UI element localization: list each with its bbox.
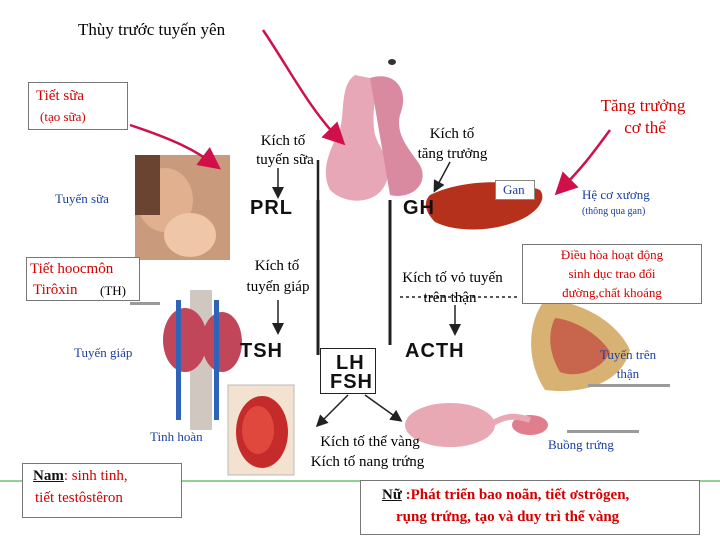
female-desc-2: rụng trứng, tạo và duy trì thể vàng [396,509,620,525]
arrow-to-gh [433,161,451,193]
thyroid-hormone-box [26,257,140,301]
arrow-fsh-right [364,394,403,422]
lactation-label: Tiết sữa [36,88,85,104]
male-box [22,463,182,518]
regulation-label-2: sinh dục trao đổi [568,266,656,281]
male-text-1: Nam: sinh tinh, [33,468,128,485]
male-desc-1: : sinh tinh, [63,468,128,484]
pituitary-gland-image [325,59,423,201]
thyroid-gland-label: Tuyến giáp [74,345,133,360]
male-label: Nam [33,468,64,484]
thyroid-hormone-abbrev: (TH) [100,283,126,298]
liver-label: Gan [503,182,525,197]
female-text-1: Nữ :Phát triển bao noãn, tiết ơstrôgen, [382,487,629,504]
prolactin-label-1: Kích tố [260,133,306,149]
adrenal-label-1: Tuyến trên [599,347,657,362]
gh-label-2: tăng trưởng [417,146,488,162]
arrow-lactation [129,123,222,170]
regulation-label-3: đường,chất khoáng [562,285,662,300]
testis-label: Tinh hoàn [150,429,203,444]
prolactin-label-2: tuyến sữa [256,152,314,168]
arrow-title-to-gland [261,29,346,146]
thyroid-hormone-label-1: Tiết hoocmôn [30,261,114,277]
arrow-growth [554,129,612,196]
divider-ovary [567,430,639,433]
fsh-label: Kích tố nang trứng [310,454,425,470]
adrenal-label-2: thận [616,366,640,381]
hormone-lh: LH [336,352,365,374]
hormone-acth: ACTH [405,340,465,362]
male-desc-2: tiết testôstêron [35,490,123,506]
divider-adrenal [588,384,670,387]
growth-label-1: Tăng trưởng [600,96,686,115]
tsh-label-2: tuyến giáp [246,279,310,295]
lactation-sublabel: (tạo sữa) [40,109,86,124]
testis-image [227,384,295,476]
female-box [360,480,700,535]
adrenal-image [531,300,630,392]
hormone-prl: PRL [250,197,293,219]
hormone-tsh: TSH [240,340,283,362]
tsh-label-1: Kích tố [254,258,300,274]
ovary-label: Buồng trứng [548,437,614,452]
growth-label-2: cơ thể [624,118,666,137]
gh-label-1: Kích tố [429,126,475,142]
divider-thyroid [130,302,160,305]
lh-label: Kích tố thể vàng [320,434,420,450]
hormone-fsh: FSH [330,371,373,393]
ovary-image [405,403,548,447]
thyroid-image [163,290,242,430]
female-label: Nữ [382,487,402,503]
title: Thùy trước tuyến yên [78,20,226,39]
lh-fsh-box [320,348,376,394]
lactation-photo [135,155,230,260]
mammary-gland-label: Tuyến sữa [55,191,109,206]
arrow-lh-left [315,394,349,428]
hormone-gh: GH [403,197,435,219]
liver-label-box [495,180,535,200]
acth-label-2: trên thận [423,290,477,306]
acth-label-1: Kích tố vỏ tuyến [402,270,503,286]
regulation-box [522,244,702,304]
via-liver-label: (thông qua gan) [582,206,646,217]
musculoskeletal-label: Hệ cơ xương [582,187,650,202]
regulation-label-1: Điều hòa hoạt động [560,247,664,262]
thyroid-hormone-label-2: Tirôxin [33,282,78,298]
female-desc-1: :Phát triển bao noãn, tiết ơstrôgen, [401,487,630,503]
lactation-box [28,82,128,130]
